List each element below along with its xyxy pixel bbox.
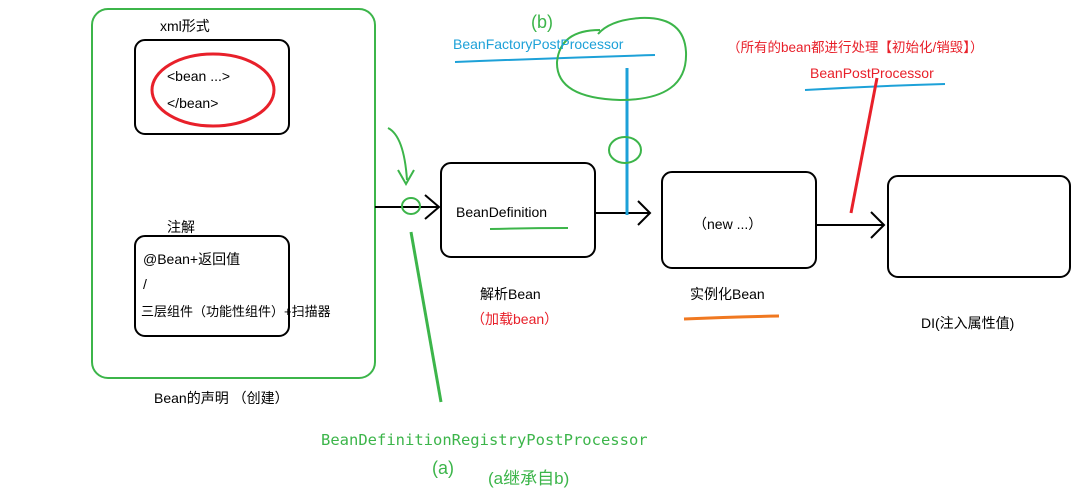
xml-line-open: <bean ...> (167, 68, 231, 84)
green-hook-arrow (387, 127, 408, 181)
arrow-instantiate-to-di (816, 211, 886, 239)
all-beans-note: （所有的bean都进行处理【初始化/销毁】） (727, 40, 984, 55)
instantiate-orange-underline (683, 314, 780, 321)
annotation-line-2: / (143, 276, 147, 292)
di-box (887, 175, 1071, 278)
annotation-title: 注解 (167, 219, 195, 235)
xml-box (134, 39, 290, 135)
di-caption: DI(注入属性值) (921, 315, 1015, 331)
xml-line-close: </bean> (167, 95, 219, 111)
green-small-circle (401, 197, 421, 215)
parse-caption-red: （加载bean） (471, 311, 559, 327)
instantiate-label: （new ...） (693, 216, 763, 232)
instantiate-box (661, 171, 817, 269)
bean-post-processor-line (849, 77, 879, 214)
bean-post-processor-label: BeanPostProcessor (810, 65, 934, 81)
bean-definition-label: BeanDefinition (456, 204, 548, 220)
annotation-line-3: 三层组件（功能性组件）+扫描器 (141, 304, 331, 319)
xml-red-ellipse (150, 52, 276, 128)
a-label: (a) (432, 458, 454, 478)
green-hook-arrowhead (397, 169, 415, 187)
declaration-container (91, 8, 376, 379)
instantiate-caption: 实例化Bean (690, 286, 765, 302)
green-blue-circle (608, 136, 642, 164)
b-label: (b) (531, 12, 553, 32)
bean-definition-box (440, 162, 596, 258)
annotation-line-1: @Bean+返回值 (143, 251, 241, 267)
inherit-note: (a继承自b) (488, 469, 570, 488)
arrow-declaration-to-parse (375, 194, 441, 220)
green-registry-line (409, 231, 443, 403)
bean-definition-underline (489, 227, 569, 230)
xml-title: xml形式 (160, 18, 210, 34)
arrow-parse-to-instantiate (595, 200, 652, 226)
annotation-box (134, 235, 290, 337)
registry-post-processor-label: BeanDefinitionRegistryPostProcessor (321, 431, 648, 449)
factory-processor-underline (454, 54, 656, 63)
declaration-caption: Bean的声明 （创建） (154, 390, 289, 406)
green-big-circle (555, 16, 688, 102)
factory-post-processor-label: BeanFactoryPostProcessor (453, 36, 624, 52)
parse-caption: 解析Bean (480, 286, 541, 302)
